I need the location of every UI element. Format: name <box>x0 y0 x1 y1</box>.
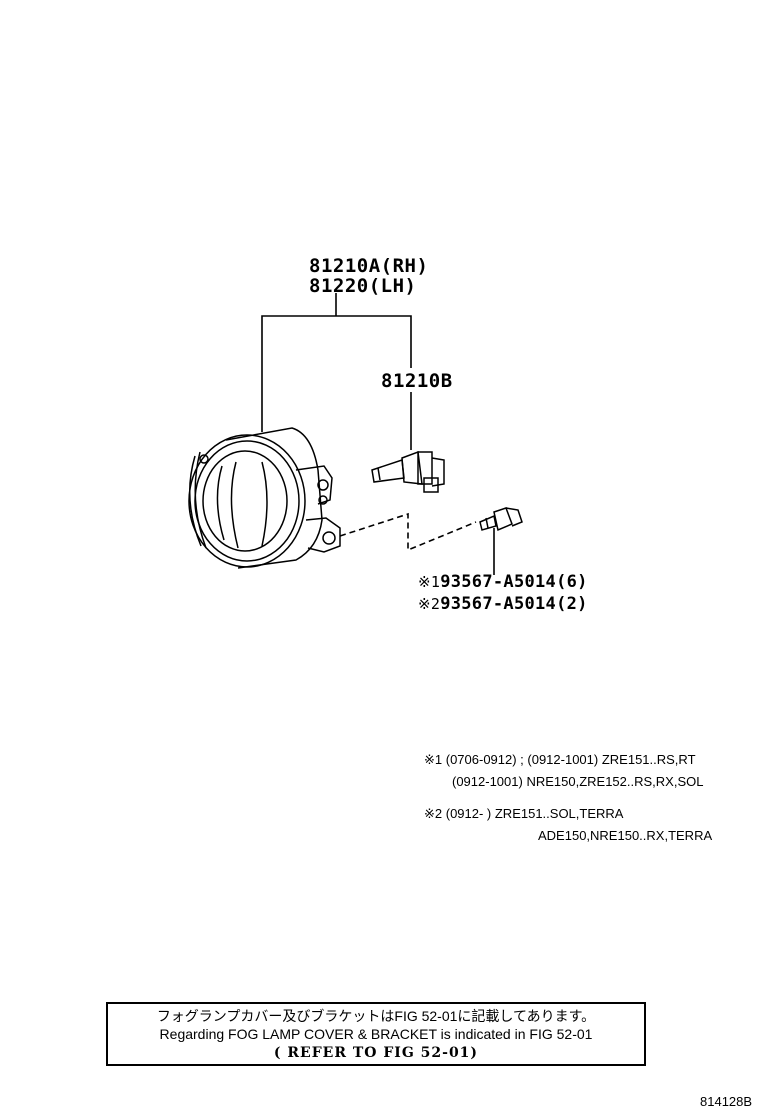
note-1-line-1: ※1 (0706-0912) ; (0912-1001) ZRE151..RS,… <box>424 752 696 767</box>
fog-lamp-drawing <box>188 427 341 569</box>
note-1-line-2: (0912-1001) NRE150,ZRE152..RS,RX,SOL <box>452 774 704 789</box>
note-2-line-2: ADE150,NRE150..RX,TERRA <box>538 828 713 843</box>
screw-1-mark: ※1 <box>418 573 441 591</box>
reference-japanese: フォグランプカバー及びブラケットはFIG 52-01に記載してあります。 <box>156 1008 596 1024</box>
part-number-bulb: 81210B <box>381 370 453 392</box>
reference-box: フォグランプカバー及びブラケットはFIG 52-01に記載してあります。 Reg… <box>106 1002 646 1066</box>
bulb-drawing <box>371 450 445 493</box>
note-2-line-1: ※2 (0912- ) ZRE151..SOL,TERRA <box>424 806 624 821</box>
part-number-screw-1: ※193567-A5014(6) <box>418 572 588 592</box>
part-number-fog-lamp-lh: 81220(LH) <box>309 275 417 297</box>
screw-2-mark: ※2 <box>418 595 441 613</box>
part-number-screw-2: ※293567-A5014(2) <box>418 594 588 614</box>
screw-2-number: 93567-A5014(2) <box>440 594 588 614</box>
reference-english: Regarding FOG LAMP COVER & BRACKET is in… <box>159 1026 593 1042</box>
figure-id: 814128B <box>700 1094 753 1109</box>
leader-lines <box>261 293 495 575</box>
reference-refer-link[interactable]: ( REFER TO FIG 52-01) <box>273 1045 479 1061</box>
part-number-fog-lamp-rh: 81210A(RH) <box>309 255 429 277</box>
screw-1-number: 93567-A5014(6) <box>440 572 588 592</box>
screw-drawing <box>479 507 523 532</box>
